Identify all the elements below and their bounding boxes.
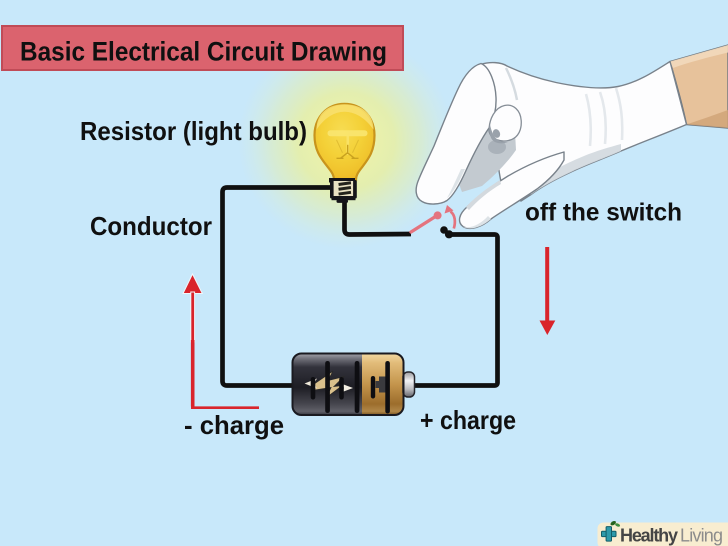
svg-text:- charge: - charge [184,410,284,440]
svg-text:Living: Living [680,526,723,546]
svg-text:Healthy: Healthy [620,526,678,546]
svg-text:Conductor: Conductor [90,211,212,241]
svg-text:+ charge: + charge [420,405,516,435]
svg-text:Resistor (light bulb): Resistor (light bulb) [80,116,307,146]
svg-text:off the switch: off the switch [525,199,682,227]
svg-text:Basic Electrical Circuit Drawi: Basic Electrical Circuit Drawing [20,37,387,67]
